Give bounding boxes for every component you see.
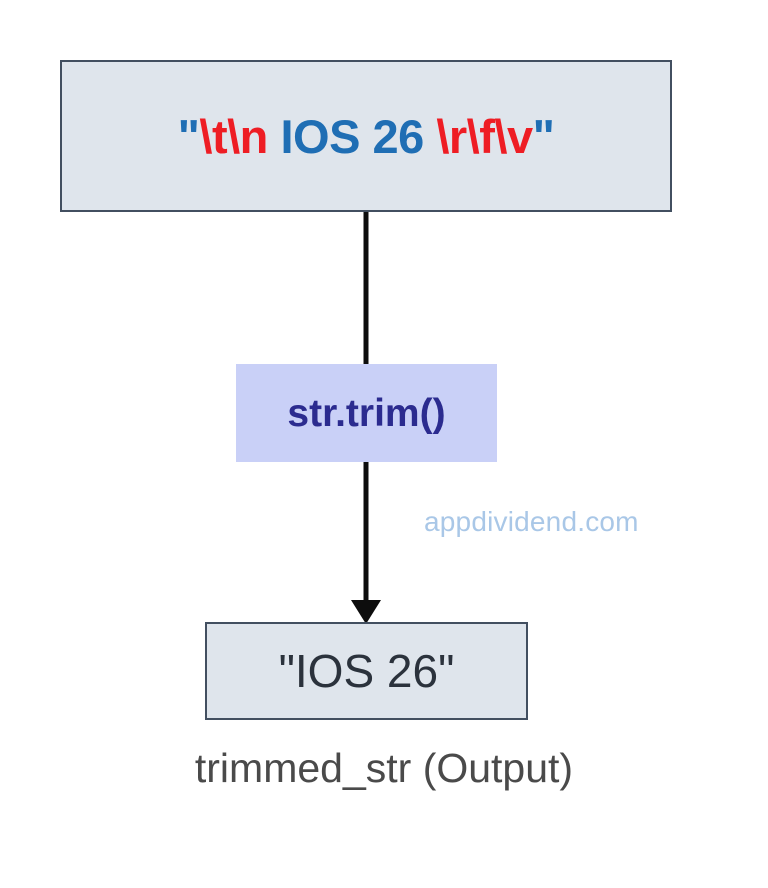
- input-space-after: [424, 110, 437, 163]
- output-string-box: "IOS 26": [205, 622, 528, 720]
- input-leading-escapes: \t\n: [199, 109, 268, 163]
- output-string-text: "IOS 26": [278, 645, 455, 697]
- output-caption: trimmed_str (Output): [194, 745, 574, 791]
- arrow-head-icon: [351, 600, 381, 624]
- input-value: IOS 26: [280, 109, 424, 163]
- input-string-text: "\t\n IOS 26 \r\f\v": [178, 113, 555, 160]
- input-open-quote: ": [177, 109, 200, 163]
- input-close-quote: ": [532, 109, 555, 163]
- method-chip: str.trim(): [236, 364, 497, 462]
- watermark: appdividend.com: [424, 506, 639, 537]
- method-label: str.trim(): [287, 391, 446, 435]
- input-space-before: [268, 110, 281, 163]
- input-string-box: "\t\n IOS 26 \r\f\v": [60, 60, 672, 212]
- input-trailing-escapes: \r\f\v: [436, 109, 533, 163]
